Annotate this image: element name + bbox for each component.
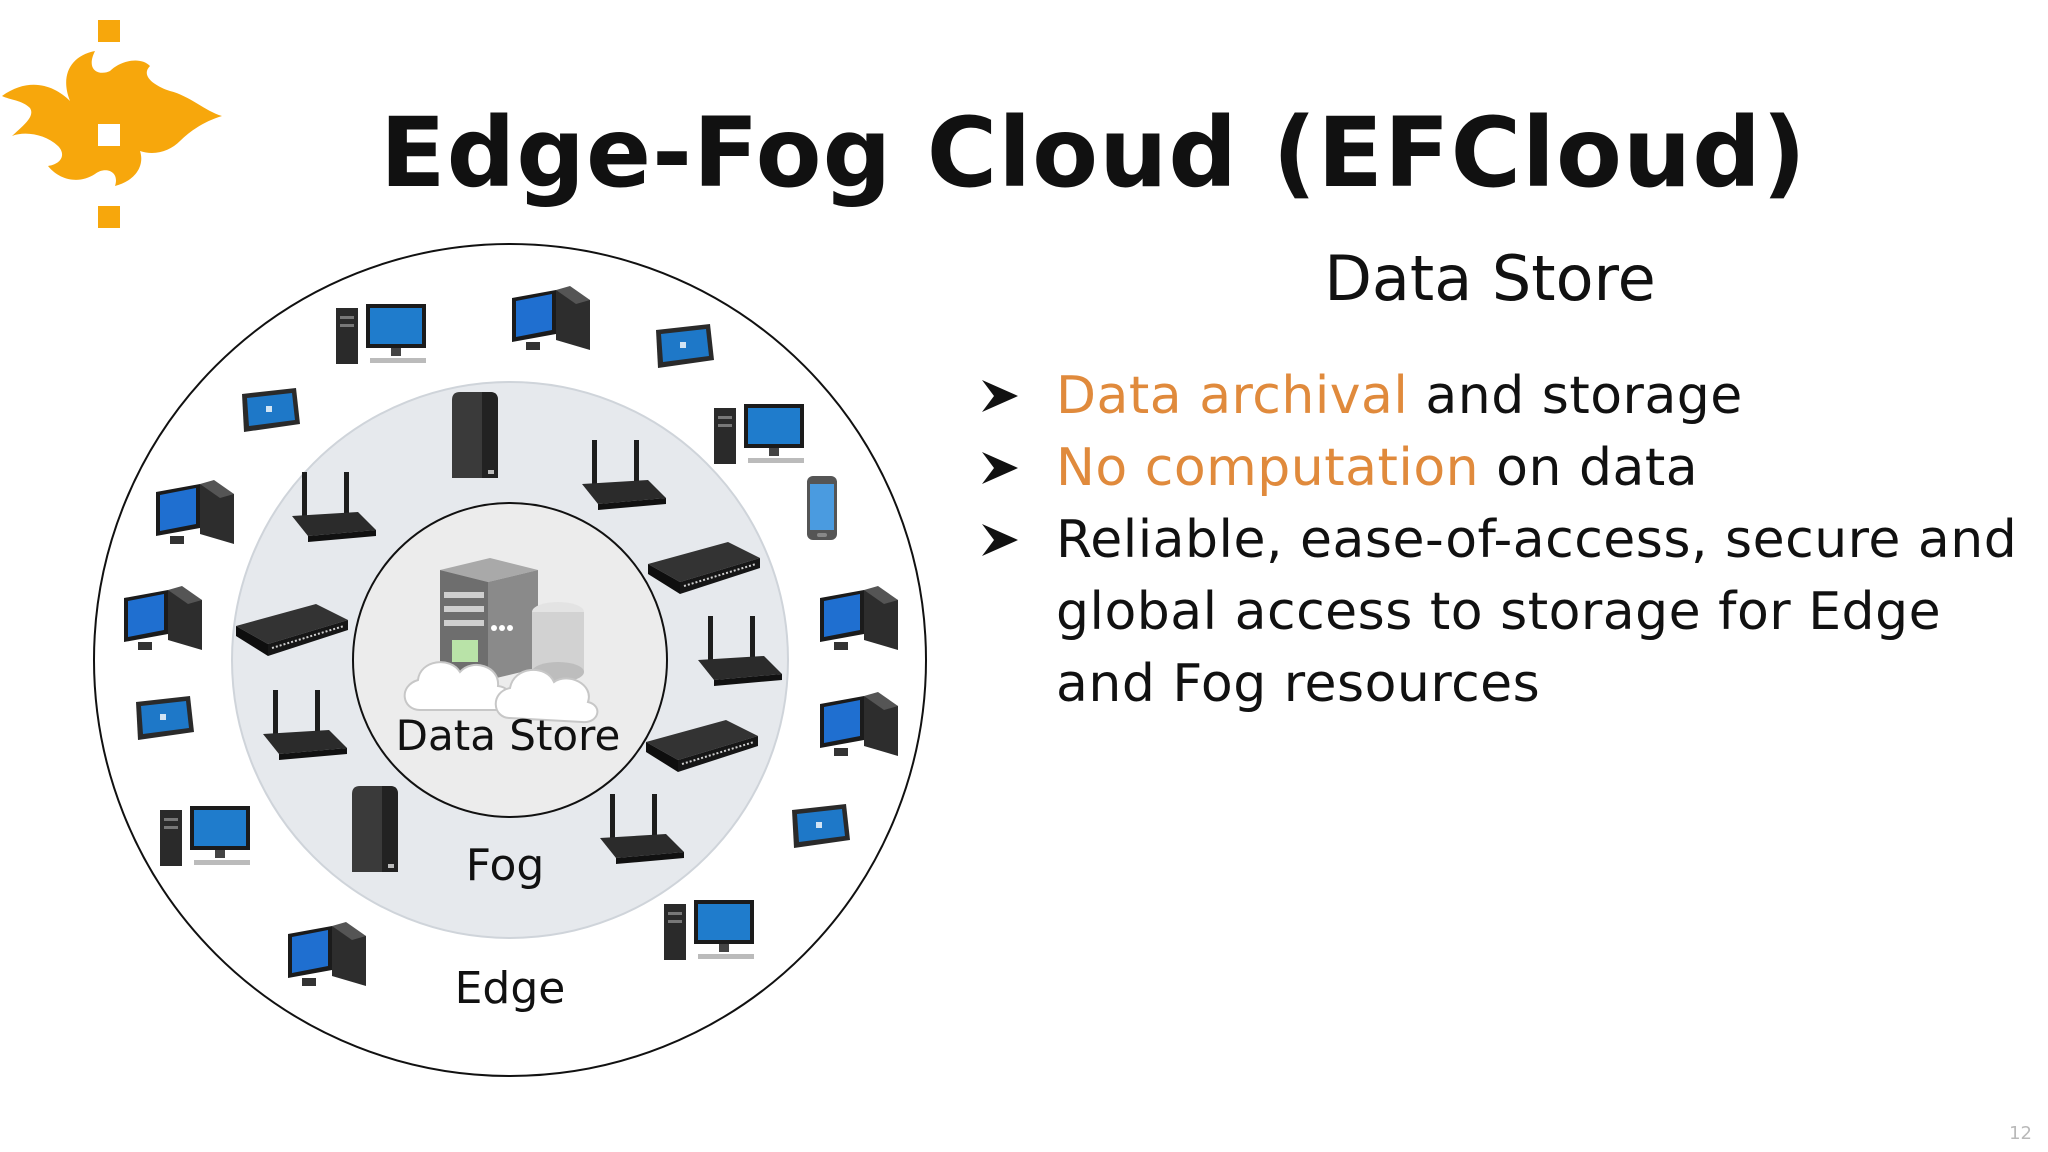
external-drive-icon <box>352 786 398 872</box>
data-store-label: Data Store <box>396 711 621 760</box>
external-drive-icon <box>452 392 498 478</box>
server-with-cloud-icon <box>403 558 599 724</box>
bullet-accent-text: No computation <box>1056 438 1480 498</box>
edge-label: Edge <box>455 963 566 1014</box>
fog-label: Fog <box>466 840 545 891</box>
edge-fog-cloud-diagram: Data Store Fog Edge <box>93 243 927 1077</box>
slide-title: Edge-Fog Cloud (EFCloud) <box>380 97 1807 209</box>
arrowhead-bullet-icon <box>982 524 1018 556</box>
bullet-text: on data <box>1479 438 1699 498</box>
bullet-text: Reliable, ease-of-access, secure and glo… <box>1056 510 2018 714</box>
smartphone-icon <box>807 476 837 540</box>
bullet-item: Reliable, ease-of-access, secure and glo… <box>980 504 2020 720</box>
bullet-list: Data archival and storage No computation… <box>980 360 2020 720</box>
arrowhead-bullet-icon <box>982 452 1018 484</box>
bullet-text: and storage <box>1408 366 1743 426</box>
page-number: 12 <box>2009 1123 2032 1144</box>
slide-subtitle: Data Store <box>1324 242 1656 315</box>
bullet-accent-text: Data archival <box>1056 366 1409 426</box>
bullet-item: Data archival and storage <box>980 360 2020 432</box>
university-flame-logo <box>2 20 222 228</box>
bullet-item: No computation on data <box>980 432 2020 504</box>
arrowhead-bullet-icon <box>982 380 1018 412</box>
